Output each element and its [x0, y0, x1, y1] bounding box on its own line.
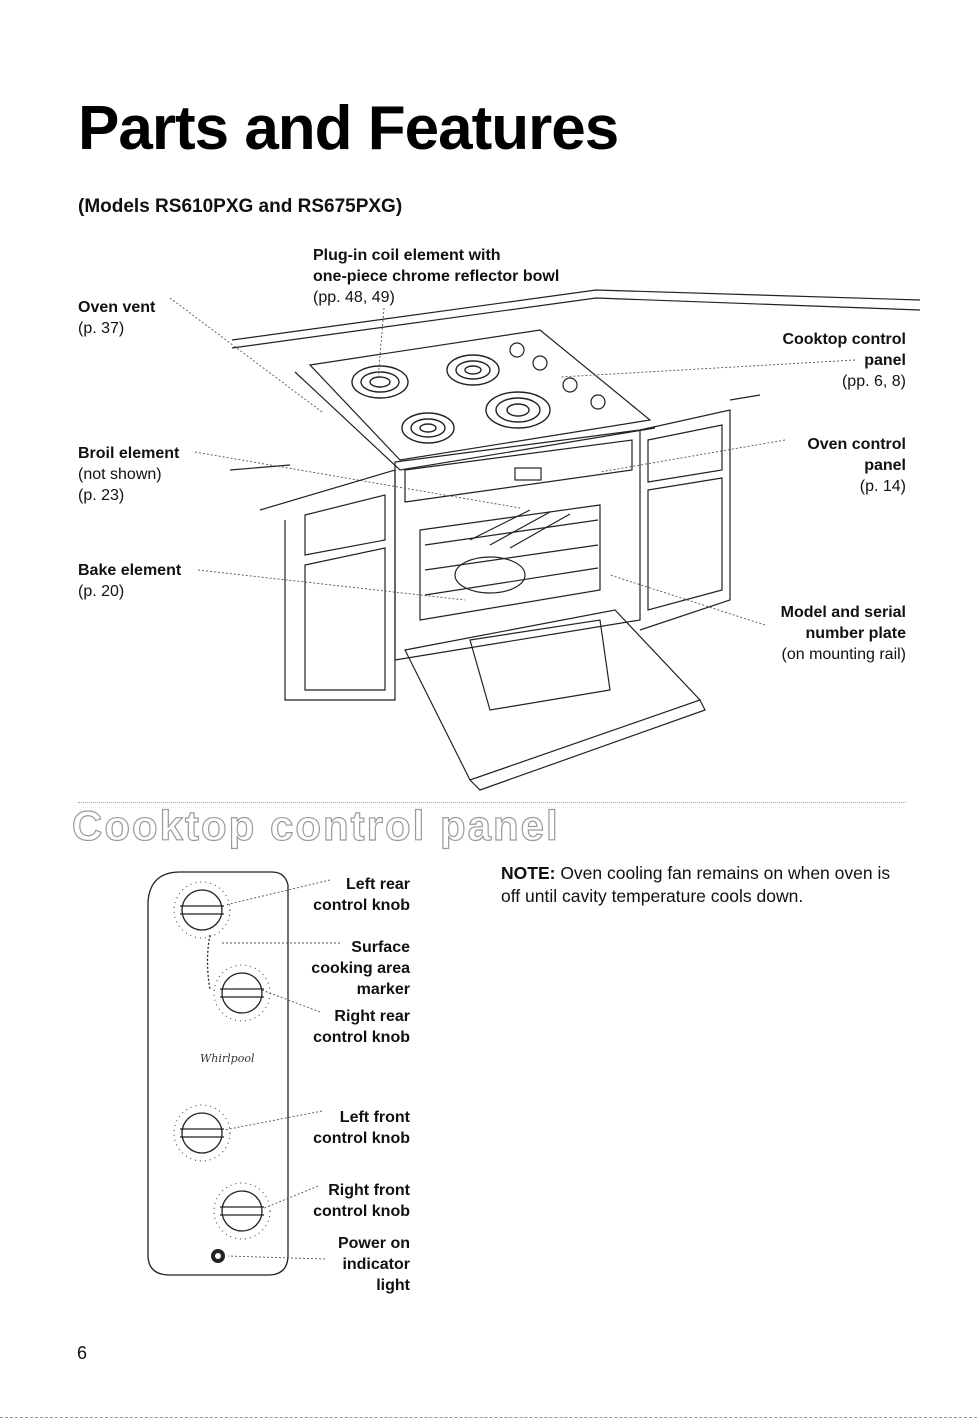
- section-title: Cooktop control panel: [71, 801, 560, 849]
- left-rear-knob-graphic: [180, 889, 224, 931]
- left-rear-knob-label: Left rear control knob: [313, 876, 410, 914]
- section-divider: [78, 802, 906, 803]
- note-text: Oven cooling fan remains on when oven is…: [501, 863, 891, 906]
- power-indicator-label: Power on indicator light: [337, 1235, 410, 1294]
- left-front-knob-graphic: [180, 1112, 224, 1154]
- model-serial-plate-label: Model and serial number plate (on mounti…: [780, 604, 906, 663]
- right-front-knob-label: Right front control knob: [313, 1182, 410, 1220]
- coil-element-label: Plug-in coil element with one-piece chro…: [313, 247, 560, 306]
- oven-vent-label: Oven vent (p. 37): [78, 299, 156, 337]
- right-rear-knob-graphic: [220, 972, 264, 1014]
- cooktop-control-panel-label: Cooktop control panel (pp. 6, 8): [782, 331, 906, 390]
- note-label: NOTE:: [501, 863, 556, 883]
- range-illustration: [169, 289, 921, 791]
- surface-burners: [351, 354, 551, 444]
- surface-marker-label: Surface cooking area marker: [311, 939, 410, 998]
- cooling-fan-note: NOTE: Oven cooling fan remains on when o…: [501, 862, 901, 908]
- page-number: 6: [77, 1343, 88, 1363]
- bottom-rule: [0, 1417, 977, 1418]
- models-subtitle: (Models RS610PXG and RS675PXG): [78, 196, 403, 217]
- right-rear-knob-label: Right rear control knob: [313, 1008, 410, 1046]
- whirlpool-logo: Whirlpool: [200, 1052, 255, 1065]
- broil-element-label: Broil element (not shown) (p. 23): [78, 445, 180, 504]
- right-front-knob-graphic: [220, 1190, 264, 1232]
- left-front-knob-label: Left front control knob: [313, 1109, 410, 1147]
- page-title: Parts and Features: [78, 94, 619, 163]
- bake-element-label: Bake element (p. 20): [78, 562, 182, 600]
- oven-control-panel-label: Oven control panel (p. 14): [807, 436, 906, 495]
